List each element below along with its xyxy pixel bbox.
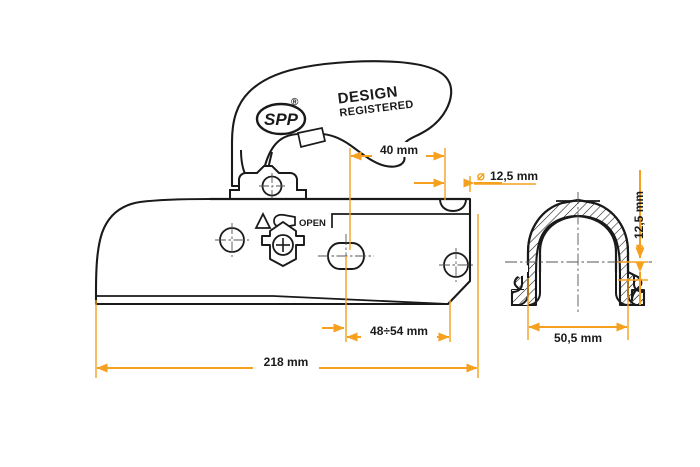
- left-bolt-hole: [215, 223, 249, 257]
- dimension-40mm-label: 40 mm: [380, 143, 418, 157]
- release-tab: [296, 126, 327, 149]
- trademark-icon: ®: [291, 97, 299, 108]
- open-label: OPEN: [299, 218, 326, 229]
- dimension-218mm: 218 mm: [95, 214, 479, 378]
- warning-triangle-icon: [254, 211, 272, 229]
- dimension-218mm-label: 218 mm: [264, 355, 309, 369]
- body-inner-slot: [331, 198, 470, 228]
- dimension-505mm-label: 50,5 mm: [554, 331, 602, 345]
- right-bolt-hole: [439, 248, 473, 282]
- dimension-dia-125-top-label: 12,5 mm: [490, 169, 538, 183]
- dimension-dia-125-right-label: 12,5 mm: [632, 191, 646, 239]
- dimension-dia-125-right: ⌀ 12,5 mm: [618, 170, 648, 305]
- dimension-505mm: 50,5 mm: [527, 278, 629, 345]
- open-marking: OPEN: [254, 211, 326, 229]
- diameter-symbol-icon: ⌀: [477, 168, 485, 183]
- dimension-48-54mm-label: 48÷54 mm: [370, 324, 428, 338]
- spp-logo: SPP: [255, 102, 307, 136]
- cross-section-view: [505, 192, 652, 312]
- latch-mechanism: [261, 221, 305, 267]
- mounting-bracket: [229, 165, 307, 201]
- spp-logo-text: SPP: [264, 110, 299, 129]
- dimension-40mm: 40 mm: [349, 142, 446, 250]
- dimension-dia-125-top: ⌀ 12,5 mm: [414, 168, 538, 192]
- dimension-48-54mm: 48÷54 mm: [322, 256, 451, 342]
- diameter-symbol-right-icon: ⌀: [631, 244, 646, 252]
